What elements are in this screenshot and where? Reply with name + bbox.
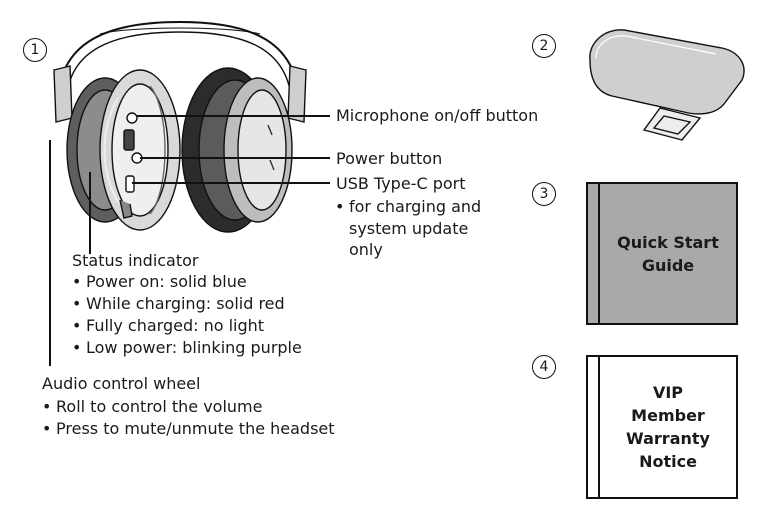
status-indicator-item: Power on: solid blue xyxy=(70,271,302,293)
item-number-3: 3 xyxy=(532,182,556,206)
booklet-spine xyxy=(588,184,600,323)
status-indicator-item: Low power: blinking purple xyxy=(70,337,302,359)
audio-wheel-item: Roll to control the volume xyxy=(40,396,335,418)
quick-start-guide-title: Quick Start Guide xyxy=(617,232,719,275)
item-number-2: 2 xyxy=(532,34,556,58)
leader-lines xyxy=(49,115,330,366)
usb-port-note-line: system update xyxy=(349,219,469,238)
booklet-spine xyxy=(588,357,600,497)
label-usb-port: USB Type-C port xyxy=(336,174,466,193)
item-number-4: 4 xyxy=(532,355,556,379)
status-indicator-item: Fully charged: no light xyxy=(70,315,302,337)
usb-port-notes: for charging and xyxy=(333,196,481,218)
warranty-notice-booklet: VIP Member Warranty Notice xyxy=(586,355,738,499)
quick-start-guide-booklet: Quick Start Guide xyxy=(586,182,738,325)
usb-port-note: for charging and xyxy=(333,196,481,218)
status-indicator-title: Status indicator xyxy=(72,251,199,270)
audio-wheel-list: Roll to control the volume Press to mute… xyxy=(40,396,335,440)
label-power-button: Power button xyxy=(336,149,443,168)
status-indicator-list: Power on: solid blue While charging: sol… xyxy=(70,271,302,359)
usb-dongle-illustration xyxy=(589,29,745,141)
usb-port-note-line: only xyxy=(349,240,383,259)
audio-wheel-title: Audio control wheel xyxy=(42,374,201,393)
item-number-1: 1 xyxy=(23,38,47,62)
warranty-notice-title: VIP Member Warranty Notice xyxy=(626,383,710,471)
audio-wheel-item: Press to mute/unmute the headset xyxy=(40,418,335,440)
label-microphone-button: Microphone on/off button xyxy=(336,106,539,125)
headset-illustration xyxy=(53,20,307,233)
status-indicator-item: While charging: solid red xyxy=(70,293,302,315)
